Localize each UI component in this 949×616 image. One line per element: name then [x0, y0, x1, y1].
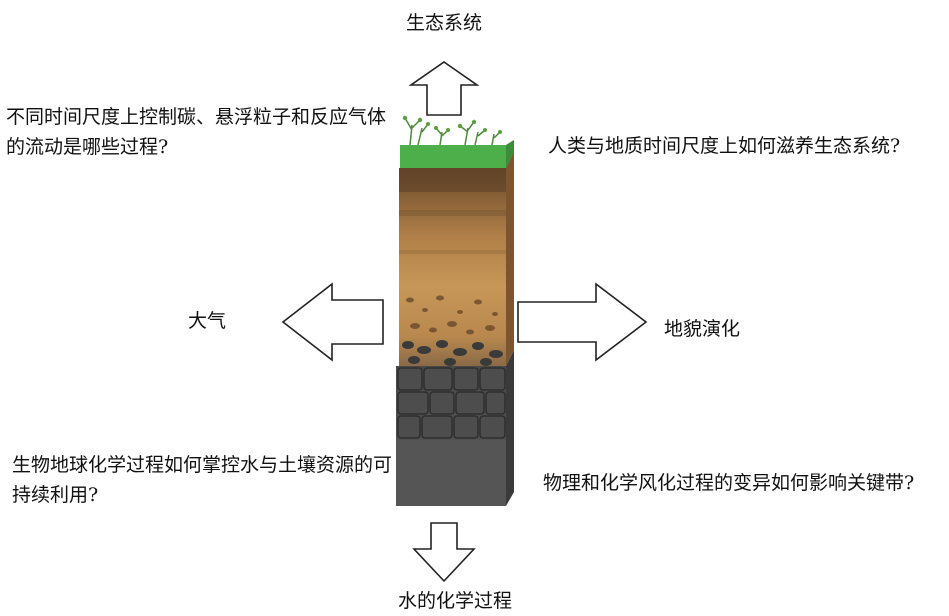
soil-column	[396, 115, 514, 506]
question-top-right: 人类与地质时间尺度上如何滋养生态系统?	[548, 135, 901, 157]
question-top-left: 不同时间尺度上控制碳、悬浮粒子和反应气体的流动是哪些过程?	[6, 106, 387, 158]
water-chemistry-label: 水的化学过程	[398, 590, 513, 612]
landform-evolution-label: 地貌演化	[664, 318, 741, 340]
ecosystem-label: 生态系统	[406, 12, 483, 34]
arrow-up	[408, 61, 480, 116]
atmosphere-label: 大气	[188, 310, 227, 332]
question-bottom-right: 物理和化学风化过程的变异如何影响关键带?	[543, 472, 915, 494]
arrow-right	[517, 282, 648, 362]
arrow-left	[281, 282, 384, 362]
question-bottom-left: 生物地球化学过程如何掌控水与土壤资源的可持续利用?	[12, 454, 393, 506]
arrow-down	[412, 522, 476, 583]
grass-top-face	[400, 140, 514, 168]
soil-layer	[399, 168, 506, 366]
